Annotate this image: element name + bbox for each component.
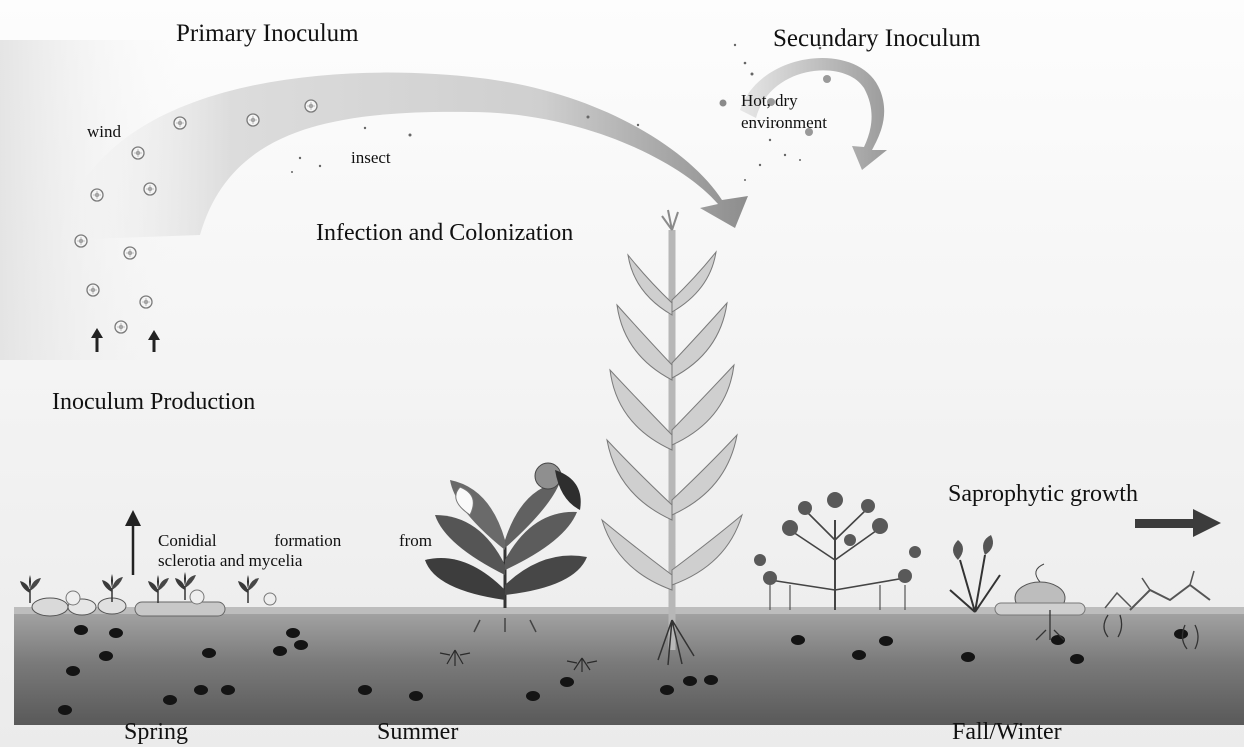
season-fall-winter: Fall/Winter (952, 719, 1062, 747)
soil-band (14, 612, 1244, 725)
conidial-formation-label: Conidial formation from sclerotia and my… (158, 531, 432, 570)
season-spring: Spring (124, 719, 188, 747)
primary-inoculum-label: Primary Inoculum (176, 20, 359, 49)
saprophytic-growth-label: Saprophytic growth (948, 481, 1138, 509)
wind-label: wind (87, 122, 121, 142)
season-summer: Summer (377, 719, 458, 747)
conidial-word-1: Conidial (158, 531, 217, 551)
infection-colonization-label: Infection and Colonization (316, 220, 573, 248)
insect-label: insect (351, 148, 391, 168)
hot-dry-label-line1: Hot, dry (741, 91, 798, 111)
conidial-line-2: sclerotia and mycelia (158, 551, 432, 571)
hot-dry-label-line2: environment (741, 113, 827, 133)
conidial-word-3: from (399, 531, 432, 551)
secundary-inoculum-label: Secundary Inoculum (773, 25, 981, 54)
inoculum-production-label: Inoculum Production (52, 389, 255, 417)
conidial-word-2: formation (274, 531, 341, 551)
